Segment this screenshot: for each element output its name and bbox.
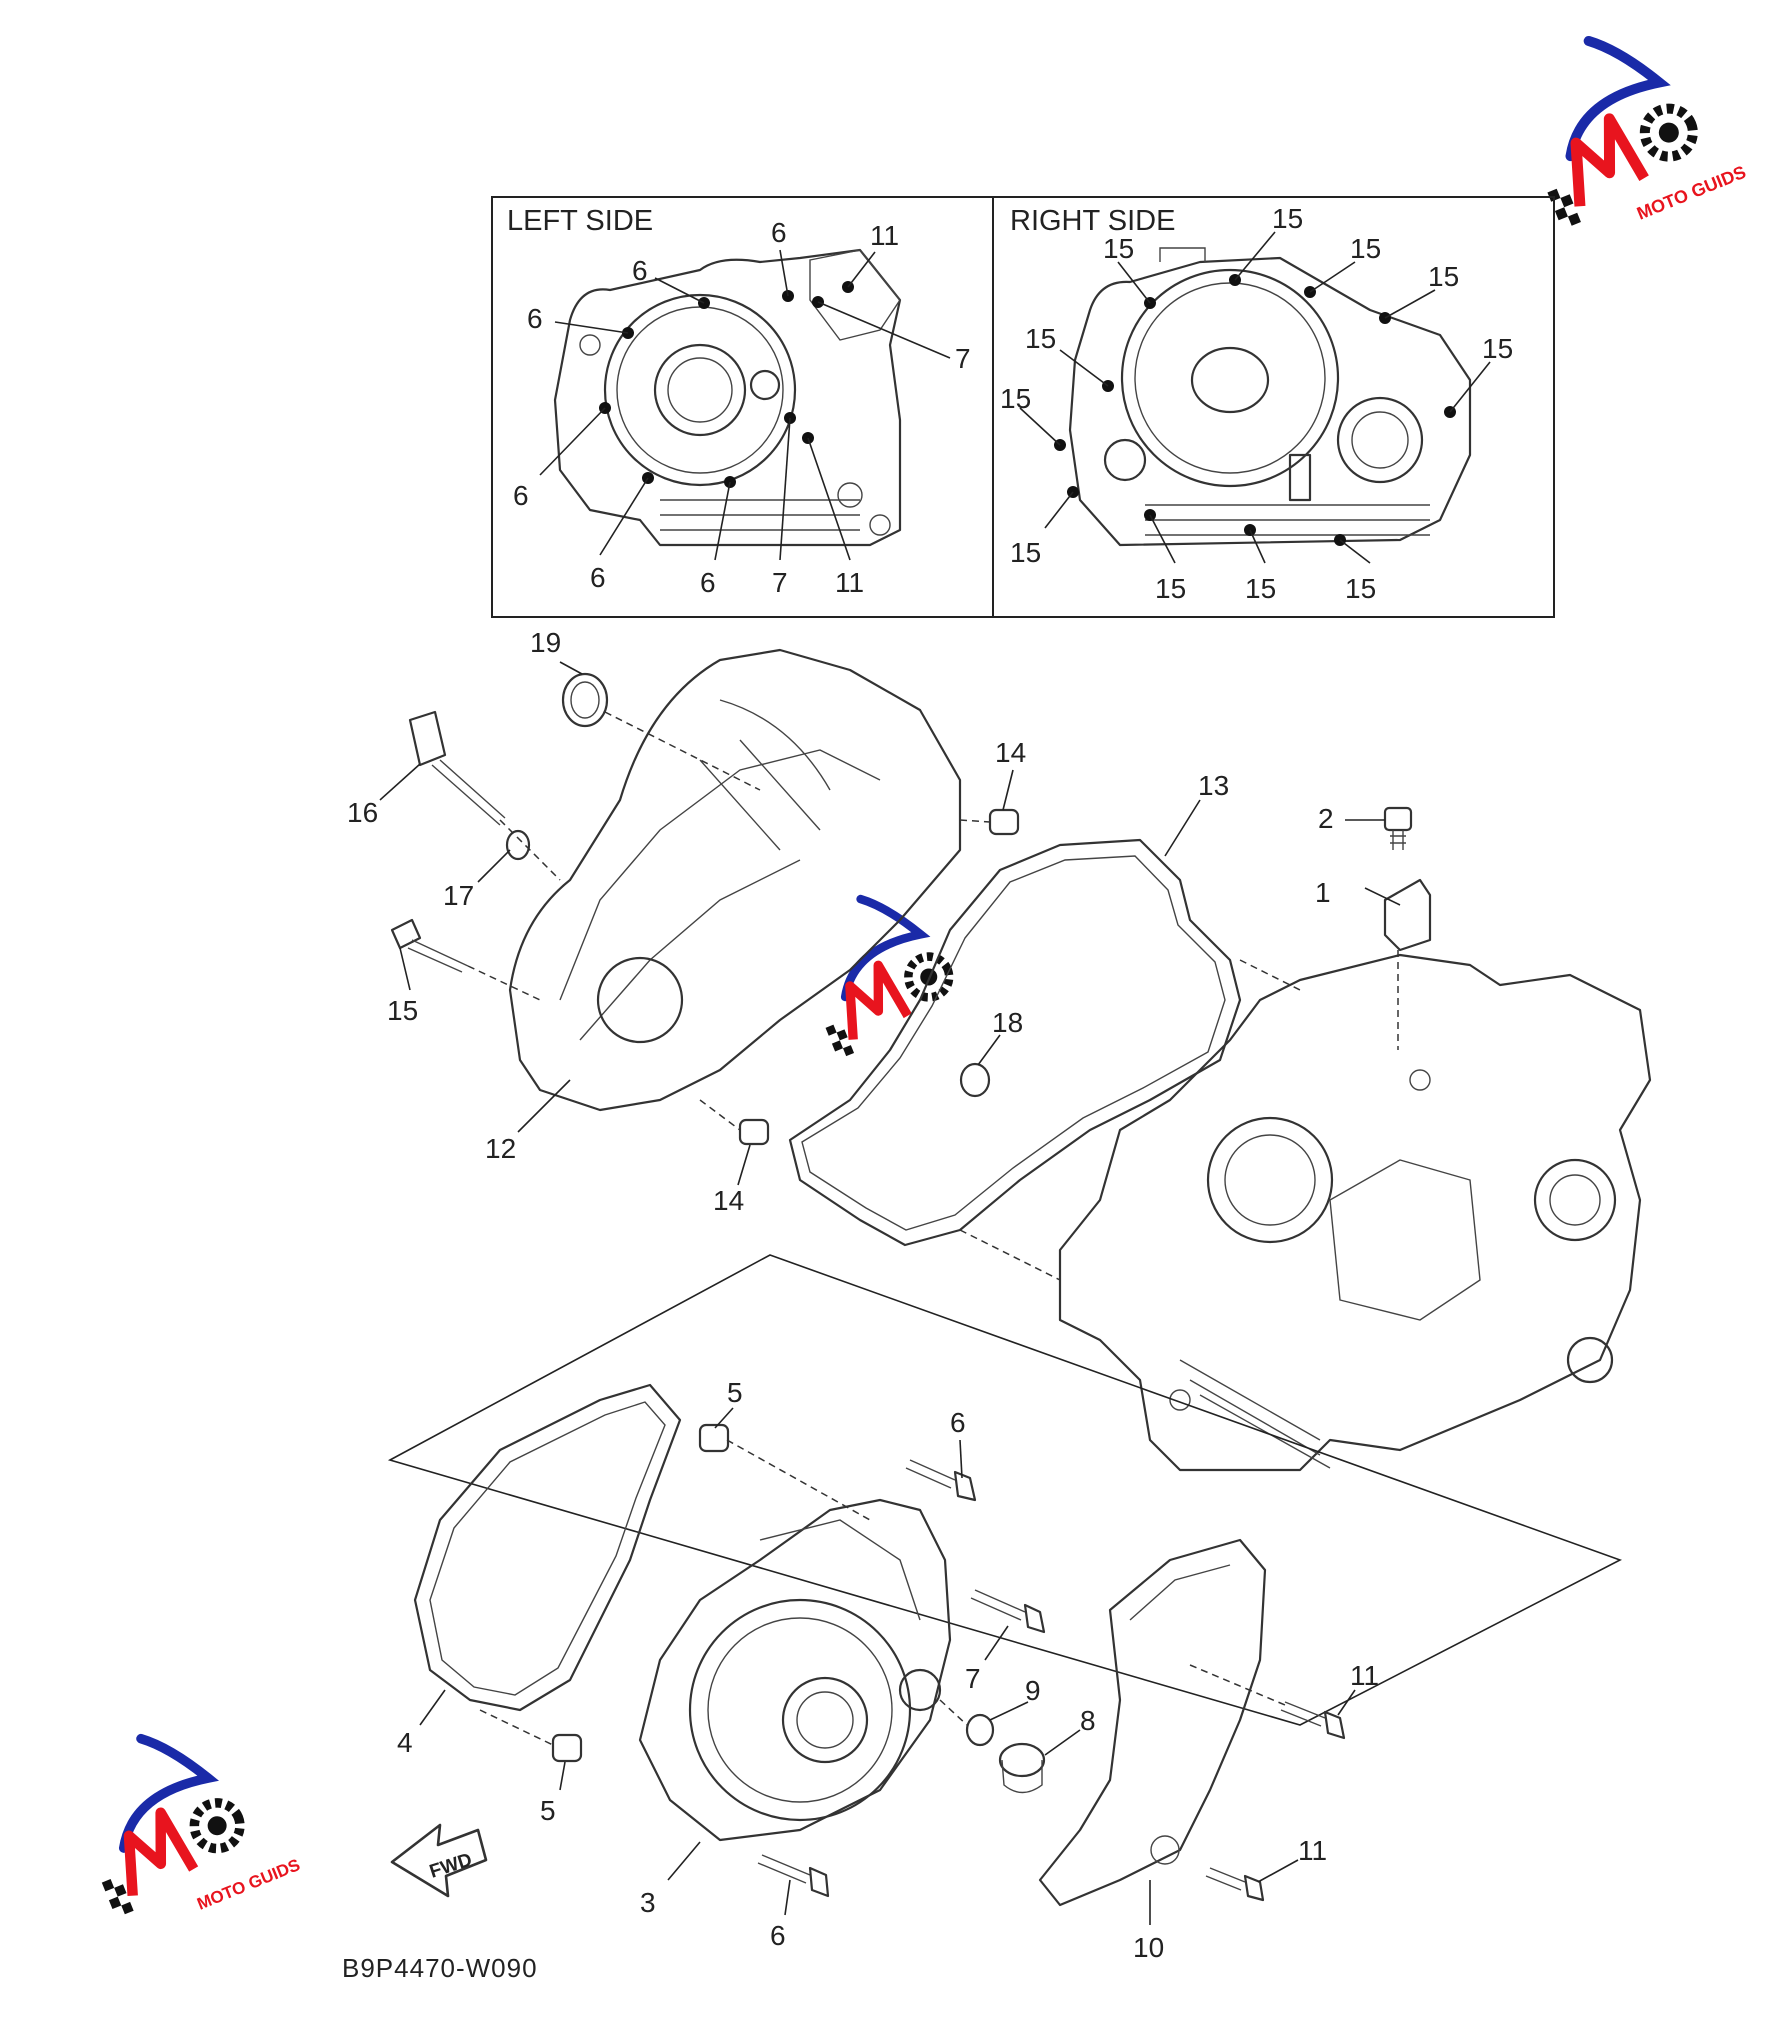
clutch-cover-12: [508, 648, 962, 1112]
svg-text:7: 7: [772, 567, 788, 598]
svg-text:10: 10: [1133, 1932, 1164, 1963]
left-side-engine-drawing: [553, 248, 902, 547]
svg-text:15: 15: [1350, 233, 1381, 264]
exploded-callouts: 1 2 3 4 5 5 6 6 7 8 9 10 11 11 12 13 14 …: [347, 627, 1379, 1963]
svg-text:5: 5: [540, 1795, 556, 1826]
svg-text:15: 15: [1025, 323, 1056, 354]
svg-text:15: 15: [1482, 333, 1513, 364]
svg-text:6: 6: [950, 1407, 966, 1438]
plug-8: [998, 1742, 1046, 1794]
right-side-leaders: [1019, 231, 1491, 564]
fwd-arrow-icon: FWD: [390, 1823, 488, 1898]
svg-text:14: 14: [713, 1185, 744, 1216]
bolt-11-upper: [1189, 1664, 1346, 1740]
generator-cover-3: [638, 1498, 952, 1842]
svg-text:12: 12: [485, 1133, 516, 1164]
sprocket-cover-10: [1038, 1538, 1267, 1907]
svg-text:3: 3: [640, 1887, 656, 1918]
svg-text:16: 16: [347, 797, 378, 828]
logo-center: [786, 879, 964, 1060]
logo-text-bottom: MOTO GUIDS: [194, 1855, 302, 1914]
svg-text:15: 15: [1010, 537, 1041, 568]
bolt-6-lower: [757, 1854, 830, 1898]
left-side-callouts: 6 6 6 6 6 6 7 7 11 11: [513, 217, 971, 598]
sensor-part-1: [1383, 878, 1432, 1050]
gasket-13: [788, 838, 1242, 1247]
crankcase-drawing: [1058, 953, 1652, 1472]
svg-text:9: 9: [1025, 1675, 1041, 1706]
svg-text:13: 13: [1198, 770, 1229, 801]
o-ring-9: [965, 1713, 995, 1747]
diagram-code: B9P4470-W090: [342, 1953, 538, 1983]
svg-text:7: 7: [955, 343, 971, 374]
left-side-leaders: [539, 249, 951, 561]
svg-text:6: 6: [590, 562, 606, 593]
svg-text:6: 6: [632, 255, 648, 286]
bolt-15: [390, 918, 541, 1001]
svg-text:6: 6: [770, 1920, 786, 1951]
svg-text:19: 19: [530, 627, 561, 658]
dipstick-16: [408, 710, 506, 826]
left-side-title: LEFT SIDE: [507, 205, 653, 237]
svg-text:15: 15: [1245, 573, 1276, 604]
fwd-label: FWD: [427, 1849, 475, 1882]
svg-text:8: 8: [1080, 1705, 1096, 1736]
svg-text:7: 7: [965, 1663, 981, 1694]
svg-text:15: 15: [1345, 573, 1376, 604]
right-side-engine-drawing: [1068, 247, 1472, 547]
dowel-pin-5-lower: [551, 1733, 583, 1763]
dowel-pin-14-upper: [959, 808, 1020, 836]
svg-text:15: 15: [387, 995, 418, 1026]
right-side-callouts: 15 15 15 15 15 15 15 15 15 15 15: [1000, 203, 1513, 604]
svg-text:11: 11: [1350, 1660, 1379, 1691]
svg-text:11: 11: [835, 567, 864, 598]
svg-text:6: 6: [527, 303, 543, 334]
svg-text:14: 14: [995, 737, 1026, 768]
bolt-7: [970, 1589, 1046, 1634]
o-ring-17: [505, 829, 531, 861]
gasket-4: [413, 1383, 682, 1712]
svg-text:4: 4: [397, 1727, 413, 1758]
svg-text:15: 15: [1428, 261, 1459, 292]
bolt-11-lower: [1205, 1867, 1265, 1902]
svg-text:5: 5: [727, 1377, 743, 1408]
exploded-leaders: [379, 661, 1401, 1925]
bolt-6-upper: [905, 1459, 977, 1502]
svg-text:18: 18: [992, 1007, 1023, 1038]
svg-text:6: 6: [700, 567, 716, 598]
logo-bottom-left: MOTO GUIDS: [57, 1716, 303, 1918]
washer-18: [959, 1062, 991, 1098]
bolt-part-2: [1383, 806, 1413, 850]
right-side-title: RIGHT SIDE: [1010, 205, 1175, 237]
logo-text-top: MOTO GUIDS: [1634, 162, 1749, 224]
side-panels-frame: [491, 196, 1555, 618]
dowel-pin-14-lower: [699, 1099, 770, 1146]
svg-text:6: 6: [513, 480, 529, 511]
svg-text:2: 2: [1318, 803, 1334, 834]
svg-text:15: 15: [1155, 573, 1186, 604]
svg-text:11: 11: [1298, 1835, 1327, 1866]
svg-text:15: 15: [1103, 233, 1134, 264]
svg-text:6: 6: [771, 217, 787, 248]
dowel-pin-5-upper: [698, 1423, 730, 1453]
mounting-plane: [387, 1254, 1623, 1726]
oil-seal-19: [561, 672, 761, 791]
svg-text:11: 11: [870, 220, 899, 251]
svg-text:1: 1: [1315, 877, 1331, 908]
svg-text:15: 15: [1000, 383, 1031, 414]
svg-text:15: 15: [1272, 203, 1303, 234]
svg-text:17: 17: [443, 880, 474, 911]
